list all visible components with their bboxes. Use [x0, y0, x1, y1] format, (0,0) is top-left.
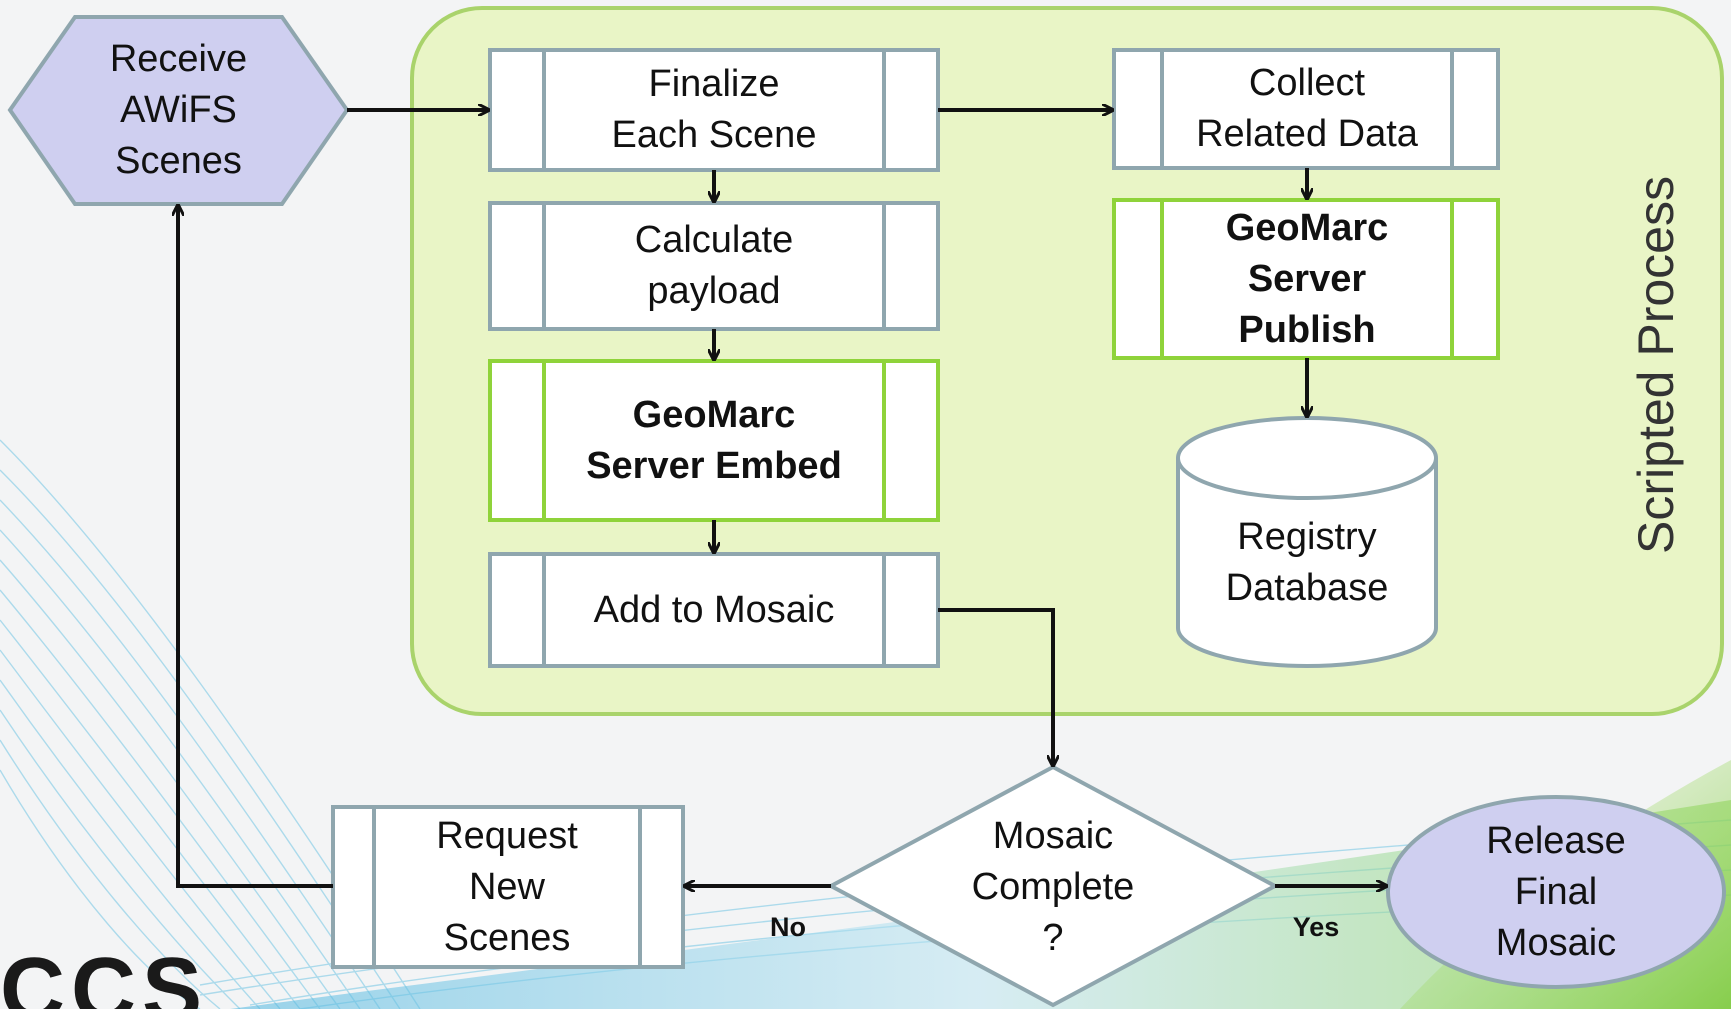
release-label: Release Final Mosaic — [1486, 820, 1626, 964]
embed-label: GeoMarc Server Embed — [586, 393, 842, 487]
bottom-swoosh-band — [230, 800, 1731, 1009]
mosaic-complete-diamond — [826, 764, 1280, 1008]
decision-label: Mosaic Complete ? — [971, 815, 1135, 959]
add-mosaic-label: Add to Mosaic — [593, 588, 835, 631]
calculate-box — [488, 201, 940, 331]
arrow-add-decision — [938, 608, 1053, 765]
publish-label: GeoMarc Server Publish — [1225, 206, 1389, 351]
ccs-logo: CCS — [0, 940, 209, 1009]
release-oval — [1386, 795, 1726, 989]
registry-database-cylinder — [1176, 416, 1438, 668]
receive-scenes-hexagon — [7, 15, 350, 206]
receive-scenes-label: Receive AWiFS Scenes — [109, 38, 248, 182]
calculate-label: Calculate payload — [634, 219, 794, 312]
registry-label: Registry Database — [1225, 516, 1389, 609]
request-label: Request New Scenes — [436, 815, 578, 959]
arrow-request-receive — [178, 206, 333, 888]
edge-label-no: No — [770, 912, 806, 942]
scripted-process-label: Scripted Process — [1628, 176, 1684, 554]
finalize-box — [488, 48, 940, 172]
connectors — [178, 110, 1386, 886]
edge-label-yes: Yes — [1292, 912, 1340, 942]
request-box — [331, 805, 685, 969]
publish-box — [1112, 198, 1500, 360]
embed-box — [488, 359, 940, 522]
finalize-label: Finalize Each Scene — [611, 63, 817, 156]
collect-box — [1112, 48, 1500, 170]
collect-label: Collect Related Data — [1196, 62, 1418, 155]
